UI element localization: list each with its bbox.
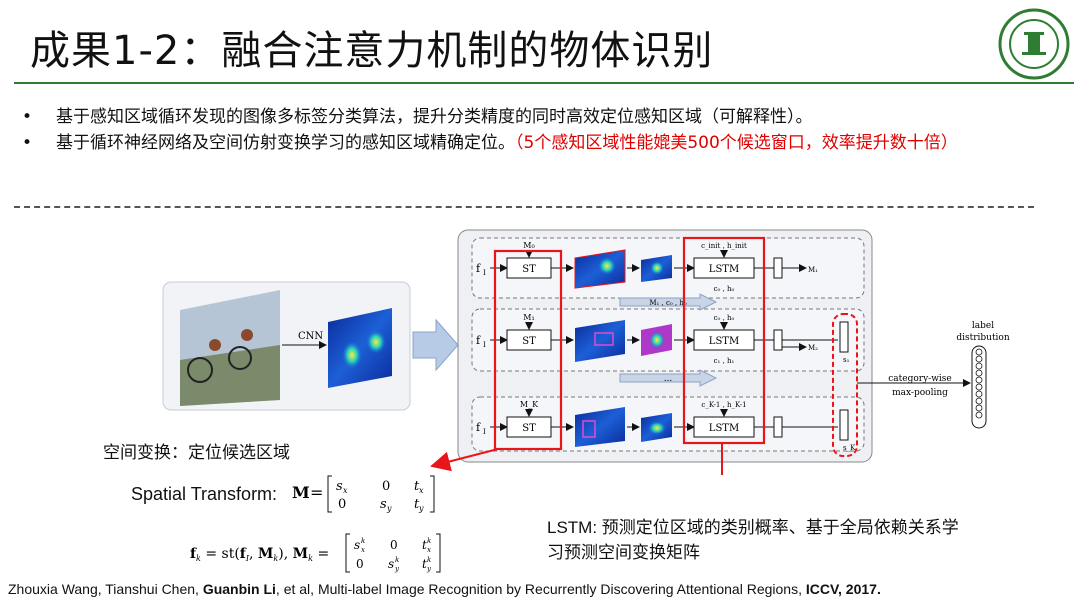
svg-text:t: t bbox=[422, 557, 427, 571]
m-label: M_K bbox=[520, 400, 539, 409]
bullet-text: 基于循环神经网络及空间仿射变换学习的感知区域精确定位。 bbox=[56, 133, 515, 153]
bullet-dot: • bbox=[22, 107, 33, 127]
feature-map bbox=[328, 308, 392, 388]
score-label: s_K bbox=[843, 444, 856, 452]
svg-text:0: 0 bbox=[356, 557, 364, 571]
bullet-highlight: （5个感知区域性能媲美500个候选窗口，效率提升数十倍） bbox=[515, 133, 958, 153]
lstm-label: LSTM bbox=[709, 336, 739, 347]
citation-highlight-author: Guanbin Li bbox=[202, 581, 276, 597]
svg-text:y: y bbox=[394, 565, 400, 573]
pool-label-1: category-wise bbox=[888, 374, 951, 384]
lstm-caption: LSTM: 预测定位区域的类别概率、基于全局依赖关系学习预测空间变换矩阵 bbox=[547, 518, 959, 562]
fc-layer bbox=[773, 416, 783, 438]
state-in-label: c_K-1 , h_K-1 bbox=[701, 401, 746, 409]
lstm-label: LSTM bbox=[709, 264, 739, 275]
svg-text:k: k bbox=[395, 556, 399, 564]
svg-text:t: t bbox=[414, 497, 420, 512]
svg-text:s: s bbox=[380, 497, 387, 512]
cnn-label: CNN bbox=[298, 331, 323, 342]
st-label: ST bbox=[522, 264, 536, 275]
st-label: ST bbox=[522, 423, 536, 434]
state-out-label: c₁ , h₁ bbox=[714, 357, 735, 365]
score-label: s₁ bbox=[843, 356, 850, 364]
svg-text:x: x bbox=[361, 546, 365, 554]
citation-venue: ICCV, 2017. bbox=[805, 581, 881, 597]
citation: Zhouxia Wang, Tianshui Chen, Guanbin Li,… bbox=[8, 581, 881, 597]
svg-text:k: k bbox=[427, 537, 431, 545]
next-m-label: M₂ bbox=[808, 344, 818, 352]
spatial-caption: 空间变换：定位候选区域 bbox=[103, 443, 290, 463]
between-label: M₁ , c₀ , h₀ bbox=[649, 299, 687, 307]
bullet-dot: • bbox=[22, 133, 33, 153]
section-divider bbox=[14, 206, 1034, 208]
st-label: ST bbox=[522, 336, 536, 347]
transform-matrix: M = s x 0 t x 0 s y t y bbox=[292, 475, 435, 513]
svg-text:y: y bbox=[418, 504, 424, 513]
svg-text:0: 0 bbox=[338, 497, 346, 512]
attention-map bbox=[575, 320, 625, 362]
pool-label-2: max-pooling bbox=[892, 388, 948, 398]
ellipsis-label: ... bbox=[664, 374, 673, 384]
feature-label: f bbox=[476, 421, 481, 434]
svg-text:0: 0 bbox=[390, 538, 398, 552]
architecture-diagram: CNN f I ST M₀ LSTM c_init , h_init c₀ , … bbox=[162, 229, 1010, 475]
feature-sub: I bbox=[483, 269, 486, 277]
feature-sub: I bbox=[483, 428, 486, 436]
score-vector bbox=[839, 409, 849, 441]
flow-arrow bbox=[412, 318, 459, 372]
svg-text:y: y bbox=[386, 504, 392, 513]
state-in-label: c₀ , h₀ bbox=[714, 314, 735, 322]
svg-text:x: x bbox=[419, 486, 424, 495]
svg-text:k: k bbox=[361, 537, 365, 545]
svg-text:s: s bbox=[354, 538, 360, 552]
svg-text:y: y bbox=[426, 565, 432, 573]
svg-text:k: k bbox=[427, 556, 431, 564]
score-highlight bbox=[832, 313, 858, 457]
state-in-label: c_init , h_init bbox=[701, 242, 747, 250]
citation-title: , et al, Multi-label Image Recognition b… bbox=[275, 581, 806, 597]
svg-text:M: M bbox=[292, 483, 310, 502]
svg-text:x: x bbox=[427, 546, 431, 554]
feature-sub: I bbox=[483, 341, 486, 349]
fc-layer bbox=[773, 329, 783, 351]
lstm-label: LSTM bbox=[709, 423, 739, 434]
label-distribution-vector bbox=[971, 345, 987, 429]
spatial-transform-label: Spatial Transform: bbox=[131, 484, 278, 504]
bullet-item: • 基于感知区域循环发现的图像多标签分类算法，提升分类精度的同时高效定位感知区域… bbox=[22, 104, 1062, 130]
label-dist-2: distribution bbox=[956, 333, 1010, 343]
score-vector bbox=[839, 321, 849, 353]
svg-text:x: x bbox=[343, 486, 348, 495]
bullet-text: 基于感知区域循环发现的图像多标签分类算法，提升分类精度的同时高效定位感知区域（可… bbox=[56, 107, 813, 127]
st-callout-arrow bbox=[430, 448, 499, 472]
feature-label: f bbox=[476, 334, 481, 347]
feature-label: f bbox=[476, 262, 481, 275]
st-highlight bbox=[493, 249, 563, 451]
next-m-label: M₁ bbox=[808, 266, 818, 274]
input-photo bbox=[180, 290, 280, 406]
feature-equation: fk = st(fI, Mk), Mk = s k x 0 t k x 0 s … bbox=[190, 533, 441, 573]
title-underline bbox=[14, 82, 1074, 84]
citation-authors: Zhouxia Wang, Tianshui Chen, bbox=[8, 581, 203, 597]
fc-layer bbox=[773, 257, 783, 279]
svg-text:0: 0 bbox=[382, 479, 390, 494]
bullet-item: • 基于循环神经网络及空间仿射变换学习的感知区域精确定位。（5个感知区域性能媲美… bbox=[22, 130, 1062, 156]
label-dist-1: label bbox=[972, 321, 994, 331]
svg-text:fk = st(fI, Mk), Mk =: fk = st(fI, Mk), Mk = bbox=[190, 546, 329, 563]
svg-text:s: s bbox=[388, 557, 394, 571]
svg-text:t: t bbox=[422, 538, 427, 552]
m-label: M₁ bbox=[523, 313, 534, 322]
bullet-list: • 基于感知区域循环发现的图像多标签分类算法，提升分类精度的同时高效定位感知区域… bbox=[22, 104, 1062, 156]
m-label: M₀ bbox=[523, 241, 534, 250]
university-logo bbox=[998, 8, 1070, 80]
lstm-highlight bbox=[682, 236, 766, 445]
svg-text:t: t bbox=[414, 479, 420, 494]
page-title: 成果1-2：融合注意力机制的物体识别 bbox=[30, 28, 714, 74]
svg-text:s: s bbox=[336, 479, 343, 494]
svg-text:=: = bbox=[310, 483, 323, 502]
state-out-label: c₀ , h₀ bbox=[714, 285, 735, 293]
